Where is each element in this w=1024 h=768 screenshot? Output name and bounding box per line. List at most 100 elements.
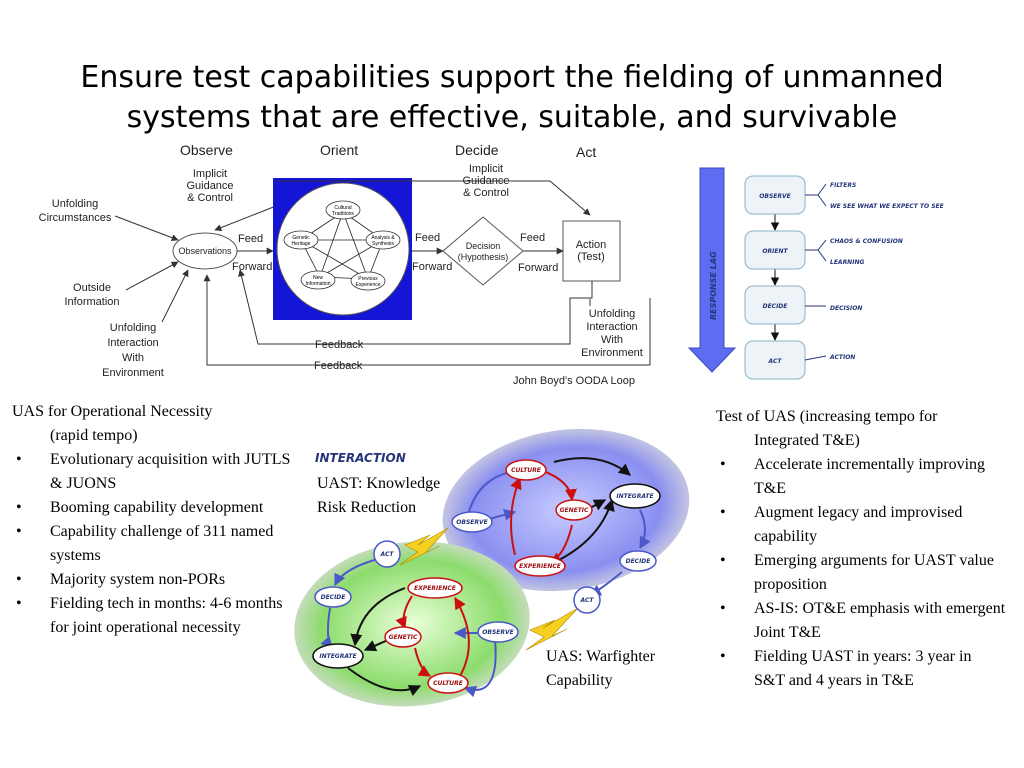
- svg-text:GENETIC: GENETIC: [560, 507, 589, 514]
- implicit-guidance-1-line2: Guidance: [186, 180, 233, 192]
- unfolding-interaction-right-2: Interaction: [586, 321, 637, 333]
- interaction-diagram: INTERACTION CULTURE GENETIC EXPERIENCE: [294, 428, 690, 707]
- svg-text:ORIENT: ORIENT: [762, 248, 788, 255]
- svg-text:EXPERIENCE: EXPERIENCE: [519, 563, 562, 570]
- svg-text:GENETIC: GENETIC: [389, 634, 418, 641]
- unfolding-interaction-right-1: Unfolding: [589, 308, 635, 320]
- bolt-lower: [525, 607, 579, 651]
- left-bullet: Fielding tech in months: 4-6 months for …: [12, 592, 292, 640]
- orient-node-previous-experience: Previous Experience: [350, 271, 386, 291]
- left-bullet: Majority system non-PORs: [12, 568, 292, 592]
- svg-text:Heritage: Heritage: [292, 241, 311, 247]
- svg-text:CULTURE: CULTURE: [433, 680, 464, 687]
- decision-diamond: [442, 216, 524, 286]
- annotation-action: ACTION: [829, 354, 855, 361]
- lower-node-integrate: [312, 643, 364, 669]
- implicit-guidance-1-line1: Implicit: [193, 168, 227, 180]
- phase-act: Act: [576, 144, 596, 160]
- unfolding-circumstances-line2: Circumstances: [39, 212, 112, 224]
- phase-orient: Orient: [320, 142, 358, 158]
- left-bullet: Booming capability development: [12, 496, 292, 520]
- right-bullet: AS-IS: OT&E emphasis with emergent Joint…: [716, 597, 1006, 645]
- upper-node-observe: [451, 511, 493, 533]
- svg-text:ACT: ACT: [380, 551, 395, 558]
- title-line-1: Ensure test capabilities support the fie…: [80, 60, 944, 95]
- lower-node-experience: [407, 577, 463, 599]
- phase-observe: Observe: [180, 142, 233, 158]
- svg-text:Cultural: Cultural: [334, 205, 351, 211]
- svg-text:DECIDE: DECIDE: [626, 558, 652, 565]
- response-lag-arrow: [687, 167, 737, 373]
- svg-text:INTEGRATE: INTEGRATE: [319, 653, 357, 660]
- unfolding-interaction-right-3: With: [601, 334, 623, 346]
- upper-node-culture: [505, 459, 547, 481]
- unfolding-interaction-right-4: Environment: [581, 347, 643, 359]
- right-heading: Test of UAS (increasing tempo for: [716, 408, 938, 425]
- title-line-2: systems that are effective, suitable, an…: [126, 100, 898, 135]
- svg-text:New: New: [313, 275, 323, 281]
- left-text-block: UAS for Operational Necessity (rapid tem…: [12, 400, 292, 640]
- svg-text:Experience: Experience: [355, 282, 380, 288]
- feed-label-1: Feed: [238, 233, 263, 245]
- slide-title: Ensure test capabilities support the fie…: [60, 58, 964, 138]
- lower-node-decide: [314, 586, 352, 608]
- svg-text:ACT: ACT: [580, 597, 595, 604]
- orient-node-analysis: Analysis & Synthesis: [365, 230, 401, 250]
- orient-node-new-information: New Information: [300, 270, 336, 290]
- annotation-learning: LEARNING: [830, 259, 864, 266]
- bolt-upper: [399, 527, 449, 566]
- ooda-loop-diagram: Observe Orient Decide Act Unfolding Circ…: [39, 142, 651, 387]
- caption-knowledge: UAST: Knowledge Risk Reduction: [317, 475, 441, 516]
- lag-step-decide: [744, 285, 806, 325]
- lower-node-culture: [427, 672, 469, 694]
- left-subheading: (rapid tempo): [50, 427, 138, 444]
- unfolding-interaction-left-2: Interaction: [107, 337, 158, 349]
- feed-label-3: Feed: [520, 232, 545, 244]
- response-lag-diagram: RESPONSE LAG OBSERVE ORIENT DECIDE ACT F…: [687, 167, 945, 380]
- right-bullet: Accelerate incrementally improving T&E: [716, 453, 1006, 501]
- svg-text:DECIDE: DECIDE: [763, 303, 789, 310]
- svg-text:OBSERVE: OBSERVE: [456, 519, 488, 526]
- implicit-guidance-2-line1: Implicit: [469, 163, 503, 175]
- svg-text:OBSERVE: OBSERVE: [759, 193, 791, 200]
- upper-node-experience: [514, 555, 566, 577]
- annotation-chaos: CHAOS & CONFUSION: [830, 238, 903, 245]
- svg-text:Genetic: Genetic: [292, 235, 310, 241]
- outside-information-line1: Outside: [73, 282, 111, 294]
- upper-node-act: [573, 586, 601, 614]
- right-subheading: Integrated T&E): [754, 432, 860, 449]
- action-box: [562, 220, 621, 282]
- feed-label-2: Feed: [415, 232, 440, 244]
- unfolding-interaction-left-4: Environment: [102, 367, 164, 379]
- lower-node-act: [373, 540, 401, 568]
- annotation-decision: DECISION: [830, 305, 862, 312]
- left-bullet: Evolutionary acquisition with JUTLS & JU…: [12, 448, 292, 496]
- right-bullet: Augment legacy and improvised capability: [716, 501, 1006, 549]
- forward-label-3: Forward: [518, 262, 558, 274]
- annotation-filters: FILTERS: [830, 182, 856, 189]
- svg-text:OBSERVE: OBSERVE: [482, 629, 514, 636]
- lower-node-genetic: [384, 626, 422, 648]
- unfolding-circumstances-line1: Unfolding: [52, 198, 98, 210]
- action-test: (Test): [577, 251, 605, 263]
- right-bullet: Emerging arguments for UAST value propos…: [716, 549, 1006, 597]
- unfolding-interaction-left-1: Unfolding: [110, 322, 156, 334]
- decision-hypothesis: (Hypothesis): [458, 252, 509, 262]
- outside-information-line2: Information: [64, 296, 119, 308]
- caption-warfighter: UAS: Warfighter Capability: [546, 648, 656, 689]
- upper-node-decide: [619, 550, 657, 572]
- feedback-label-2: Feedback: [314, 360, 363, 372]
- action-label: Action: [576, 239, 607, 251]
- svg-text:INTEGRATE: INTEGRATE: [616, 493, 654, 500]
- implicit-guidance-2-line3: & Control: [463, 187, 509, 199]
- right-text-block: Test of UAS (increasing tempo for Integr…: [716, 405, 1006, 693]
- svg-text:CULTURE: CULTURE: [511, 467, 542, 474]
- svg-text:Analysis &: Analysis &: [371, 235, 395, 241]
- interaction-title: INTERACTION: [315, 451, 406, 465]
- svg-text:ACT: ACT: [768, 358, 783, 365]
- orient-node-genetic: Genetic Heritage: [283, 230, 319, 250]
- upper-node-genetic: [555, 499, 593, 521]
- phase-decide: Decide: [455, 142, 499, 158]
- svg-text:Previous: Previous: [358, 276, 378, 282]
